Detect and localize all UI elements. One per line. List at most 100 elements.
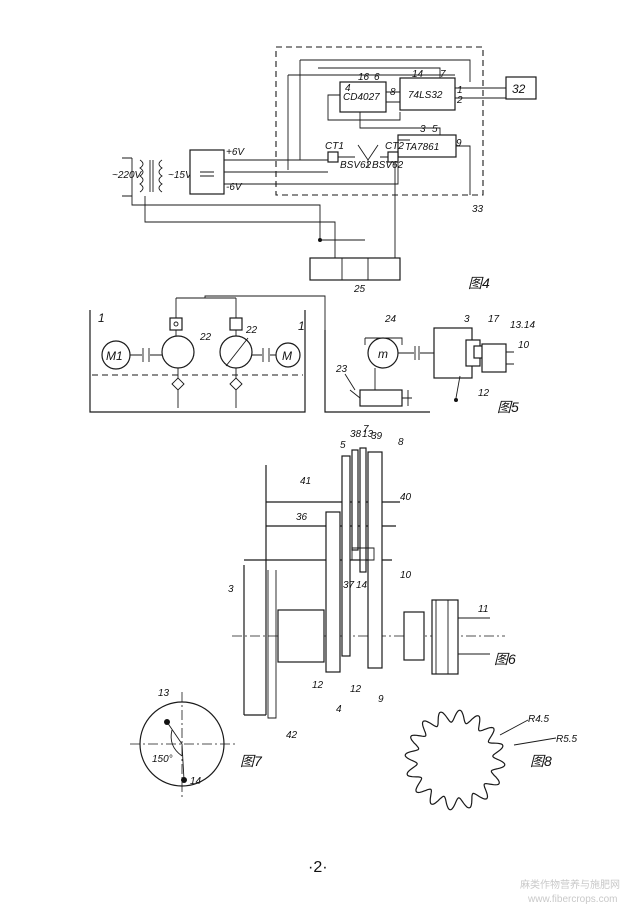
cylinder-23-ends bbox=[349, 389, 412, 406]
tank-outline bbox=[89, 310, 306, 413]
valve-left bbox=[169, 317, 183, 331]
fig6-label: 40 bbox=[400, 492, 412, 503]
fig6-label: 7 bbox=[363, 424, 369, 435]
wavy-profile bbox=[404, 709, 506, 811]
voltage-plus6: +6V bbox=[226, 147, 245, 158]
fig6-label: 8 bbox=[398, 437, 404, 448]
fig6-label: 11 bbox=[478, 604, 488, 615]
ct1-label: CT1 bbox=[325, 141, 344, 152]
chip-cd4027 bbox=[339, 81, 387, 113]
point-13 bbox=[164, 719, 170, 725]
motor-24-label: m bbox=[378, 347, 388, 361]
chip-74ls32 bbox=[399, 77, 456, 111]
label-22-left: 22 bbox=[199, 332, 212, 343]
leader-12 bbox=[455, 375, 461, 399]
watermark-line-2: www.fibercrops.com bbox=[527, 894, 617, 905]
coupling-left bbox=[130, 348, 162, 362]
radius-leaders bbox=[499, 719, 557, 746]
fig5-caption: 图5 bbox=[497, 399, 519, 415]
bsv62-label-1: BSV62 bbox=[340, 160, 372, 171]
valve-right bbox=[229, 317, 243, 331]
label-13: 13 bbox=[158, 688, 170, 699]
box-25-dividers bbox=[341, 258, 369, 280]
label-14: 14 bbox=[190, 776, 202, 787]
fig6-label: 41 bbox=[300, 476, 311, 487]
label-12: 12 bbox=[478, 388, 490, 399]
fig6-label: 37 bbox=[343, 580, 355, 591]
fig6-label: 36 bbox=[296, 512, 308, 523]
chip-74ls32-label: 74LS32 bbox=[408, 90, 443, 101]
label-r55: R5.5 bbox=[556, 734, 578, 745]
fig6-labels: 5 38 13 7 39 8 41 36 40 37 14 10 11 3 12… bbox=[228, 424, 488, 741]
wire bbox=[394, 162, 471, 258]
fig6-geartrain: 5 38 13 7 39 8 41 36 40 37 14 10 11 3 12… bbox=[228, 424, 516, 741]
enclosure-33 bbox=[275, 46, 484, 196]
fig4-caption: 图4 bbox=[468, 275, 490, 291]
part-10-pins bbox=[506, 351, 514, 365]
transistor-symbol bbox=[357, 144, 379, 167]
leader-23 bbox=[344, 373, 356, 391]
motor-m bbox=[275, 342, 301, 368]
supply-pipe bbox=[175, 295, 326, 330]
gear-13 bbox=[351, 449, 359, 551]
fig5-coupling bbox=[398, 346, 434, 360]
pump-right-pipe bbox=[229, 330, 243, 408]
pump-left-pipe bbox=[171, 330, 185, 408]
fig6-label: 12 bbox=[312, 680, 324, 691]
label-1-right: 1 bbox=[298, 319, 305, 333]
gear-7 bbox=[359, 447, 367, 573]
pin-1: 1 bbox=[457, 85, 463, 96]
pin-14: 14 bbox=[412, 69, 424, 80]
pin-6: 6 bbox=[374, 72, 380, 83]
fig6-label: 13 bbox=[362, 429, 374, 440]
fig6-label: 5 bbox=[340, 440, 346, 451]
fig7-disc: 150° 13 14 图7 bbox=[130, 688, 263, 798]
pointer-dot bbox=[454, 398, 458, 402]
pin-2: 2 bbox=[456, 95, 463, 106]
label-17: 17 bbox=[488, 314, 500, 325]
part-10 bbox=[481, 343, 507, 373]
gear-5 bbox=[341, 455, 351, 657]
wire bbox=[359, 112, 441, 135]
chip-ta7861-label: TA7861 bbox=[405, 142, 439, 153]
angle-arc bbox=[170, 729, 183, 757]
fig6-label: 10 bbox=[400, 570, 412, 581]
pin-5: 5 bbox=[432, 124, 438, 135]
pump-left bbox=[161, 335, 195, 369]
label-22-right: 22 bbox=[245, 325, 258, 336]
wire bbox=[144, 196, 336, 258]
motor-m1-label: M1 bbox=[106, 349, 123, 363]
fig8-wavy-gear: R4.5 R5.5 图8 bbox=[404, 709, 578, 811]
motor-24-mount bbox=[364, 337, 403, 345]
box-25-label: 25 bbox=[353, 284, 366, 295]
angle-label: 150° bbox=[152, 754, 173, 765]
fig8-caption: 图8 bbox=[530, 753, 552, 769]
label-33: 33 bbox=[472, 204, 484, 215]
pin-9: 9 bbox=[456, 138, 462, 149]
fig-motor-tank: M1 1 22 22 M 1 bbox=[89, 295, 326, 413]
fig6-label: 4 bbox=[336, 704, 342, 715]
rectifier-symbol bbox=[200, 171, 214, 177]
wire bbox=[299, 59, 471, 160]
wire bbox=[131, 196, 365, 241]
transformer-secondary bbox=[158, 159, 163, 193]
voltage-minus6: -6V bbox=[226, 182, 243, 193]
hub bbox=[277, 609, 325, 663]
fig6-label: 39 bbox=[371, 431, 383, 442]
point-14 bbox=[181, 777, 187, 783]
label-24: 24 bbox=[384, 314, 397, 325]
coupling-right bbox=[252, 348, 280, 362]
box-32-label: 32 bbox=[512, 82, 526, 96]
fig6-label: 14 bbox=[356, 580, 368, 591]
fig6-label: 9 bbox=[378, 694, 384, 705]
wire bbox=[456, 145, 471, 182]
label-3: 3 bbox=[464, 314, 470, 325]
fig6-label: 42 bbox=[286, 730, 298, 741]
pump-right bbox=[219, 335, 253, 369]
fig4-circuit: 33 CD4027 74LS32 TA7861 32 16 14 7 6 4 8… bbox=[112, 46, 537, 295]
wire bbox=[338, 139, 410, 158]
ct2-label: CT2 bbox=[385, 141, 404, 152]
valve-left-dot bbox=[173, 321, 179, 327]
radius-lines bbox=[166, 721, 185, 781]
